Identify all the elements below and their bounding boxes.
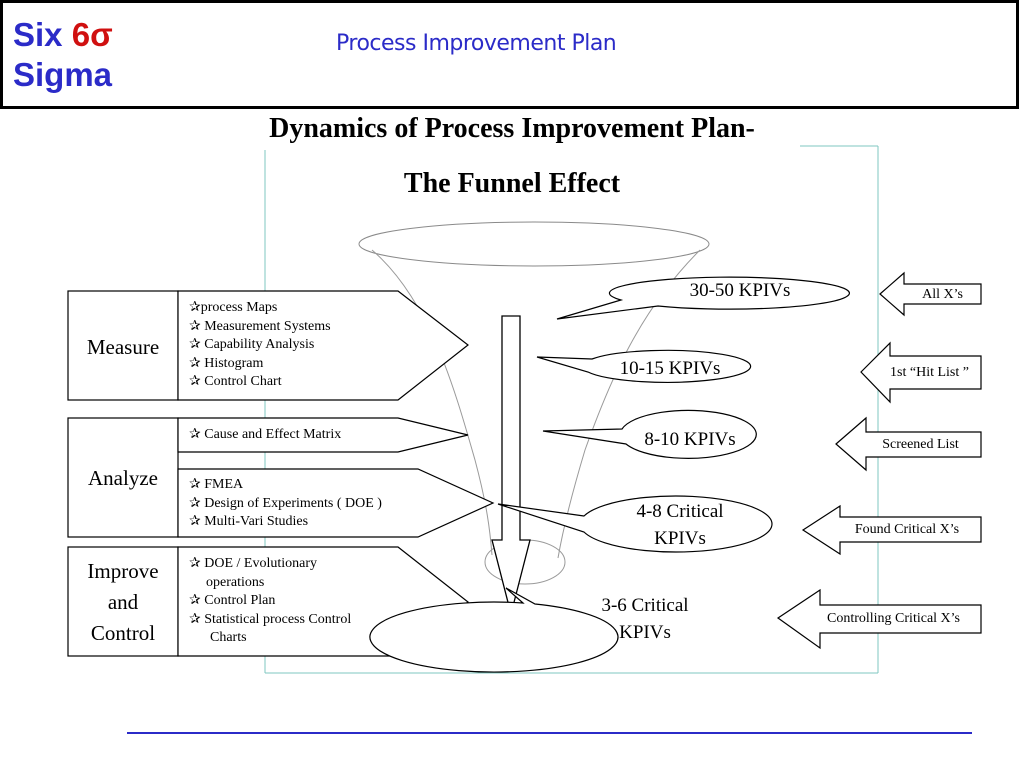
funnel-down-arrow: [491, 315, 531, 615]
logo-word-six: Six: [13, 16, 63, 53]
measure-stage-box: [67, 290, 179, 401]
slide-header: Six 6σ Sigma Process Improvement Plan: [0, 0, 1019, 109]
kpiv-label-3: 8-10 KPIVs: [644, 429, 736, 450]
x-label-screened: Screened List: [882, 437, 959, 452]
tool-item: ✰ Capability Analysis: [189, 337, 315, 352]
measure-tools-arrow: [177, 290, 469, 401]
main-title-line1: Dynamics of Process Improvement Plan-: [269, 113, 755, 144]
analyze-tool-list-1: ✰ Cause and Effect Matrix: [189, 426, 341, 445]
x-arrow-5: [776, 588, 982, 650]
analyze-tools-arrow-1: [177, 417, 469, 453]
x-label-arrows: [776, 271, 982, 650]
stage-boxes: [67, 290, 179, 657]
x-arrow-2: [860, 341, 982, 404]
stage-label-measure: Measure: [86, 335, 160, 359]
kpiv-label-1: 30-50 KPIVs: [689, 280, 791, 301]
main-title-line2: The Funnel Effect: [403, 168, 621, 199]
x-label-controlling-critical: Controlling Critical X’s: [827, 611, 960, 626]
analyze-tools-arrow-2: [177, 468, 495, 538]
kpiv-callout-2: [536, 349, 752, 383]
kpiv-label-4: 4-8 Critical KPIVs: [636, 501, 724, 549]
x-arrow-1: [879, 271, 982, 317]
tool-item: ✰ FMEA: [189, 477, 244, 492]
tool-item: ✰process Maps: [189, 300, 278, 315]
analyze-tool-list-2: ✰ FMEA ✰ Design of Experiments ( DOE ) ✰…: [189, 476, 382, 532]
x-label-all: All X’s: [922, 287, 963, 302]
tool-arrows: [177, 290, 495, 657]
kpiv-callout-4: [497, 495, 773, 553]
logo-sigma-symbol: 6σ: [71, 16, 113, 53]
footer-divider: [127, 732, 972, 734]
kpiv-callout-1: [556, 276, 850, 320]
kpiv-label-2: 10-15 KPIVs: [619, 358, 721, 379]
x-arrow-3: [835, 416, 982, 472]
stage-label-improve-control: Improve and Control: [87, 559, 159, 645]
kpiv-callouts: [369, 276, 850, 673]
tool-item: ✰ Multi-Vari Studies: [189, 514, 309, 529]
header-title: Process Improvement Plan: [336, 31, 617, 56]
tool-item: ✰ Control Plan: [189, 593, 276, 608]
stage-label-analyze: Analyze: [88, 466, 158, 490]
kpiv-callout-3: [542, 409, 757, 459]
tool-item: ✰ Design of Experiments ( DOE ): [189, 495, 382, 511]
tool-item-continued: operations: [206, 574, 265, 590]
tool-item: ✰ Cause and Effect Matrix: [189, 427, 342, 442]
tool-item: ✰ DOE / Evolutionary: [189, 556, 317, 571]
x-label-found-critical: Found Critical X’s: [854, 522, 960, 537]
x-arrow-4: [801, 504, 982, 556]
improve-tool-list: ✰ DOE / Evolutionary operations ✰ Contro…: [189, 555, 351, 648]
tool-item: ✰ Histogram: [189, 355, 264, 371]
tool-item: ✰ Measurement Systems: [189, 318, 331, 334]
six-sigma-logo: Six 6σ Sigma: [13, 15, 113, 95]
kpiv-callout-5: [369, 587, 619, 673]
x-label-hit-list: 1st “Hit List ”: [890, 365, 969, 380]
tool-item-continued: Charts: [210, 630, 247, 645]
measure-tool-list: ✰process Maps ✰ Measurement Systems ✰ Ca…: [189, 299, 331, 392]
tool-item: ✰ Control Chart: [189, 374, 282, 389]
analyze-stage-box: [67, 417, 179, 538]
kpiv-label-5: 3-6 Critical KPIVs: [601, 595, 689, 643]
tool-item: ✰ Statistical process Control: [189, 611, 352, 627]
logo-word-sigma: Sigma: [13, 56, 113, 93]
